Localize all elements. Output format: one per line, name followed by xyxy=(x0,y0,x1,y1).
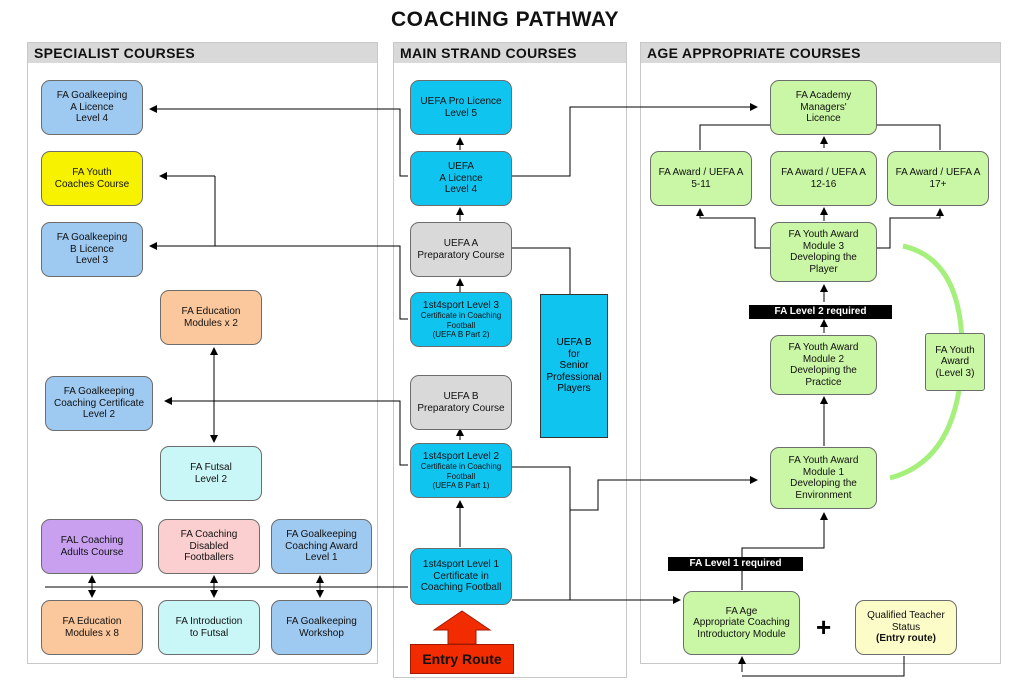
fa-youth-award-module-3: FA Youth Award Module 3 Developing the P… xyxy=(770,222,877,282)
specialist-courses-heading: SPECIALIST COURSES xyxy=(28,43,377,63)
uefa-pro-licence: UEFA Pro Licence Level 5 xyxy=(410,80,512,135)
fa-award-uefa-a-17-plus: FA Award / UEFA A 17+ xyxy=(887,151,989,206)
fa-goalkeeping-coaching-certificate: FA Goalkeeping Coaching Certificate Leve… xyxy=(45,376,153,431)
fa-goalkeeping-workshop: FA Goalkeeping Workshop xyxy=(271,600,372,655)
uefa-b-preparatory-course: UEFA B Preparatory Course xyxy=(410,375,512,430)
age-appropriate-courses-heading: AGE APPROPRIATE COURSES xyxy=(641,43,1000,63)
1st4sport-level-2: 1st4sport Level 2 Certificate in Coachin… xyxy=(410,443,512,498)
fa-education-modules-x8: FA Education Modules x 8 xyxy=(41,600,143,655)
entry-route-label: Entry Route xyxy=(410,644,514,674)
fa-goalkeeping-a-licence: FA Goalkeeping A Licence Level 4 xyxy=(41,80,143,135)
fa-introduction-to-futsal: FA Introduction to Futsal xyxy=(158,600,260,655)
main-strand-courses-heading: MAIN STRAND COURSES xyxy=(394,43,626,63)
fa-education-modules-x2: FA Education Modules x 2 xyxy=(160,290,262,345)
qualified-teacher-status: Qualified Teacher Status (Entry route) xyxy=(855,600,957,655)
1st4sport-level-3-subtitle: Certificate in Coaching Football (UEFA B… xyxy=(420,311,502,339)
qualified-teacher-status-entry-route: (Entry route) xyxy=(876,633,936,645)
1st4sport-level-2-subtitle: Certificate in Coaching Football (UEFA B… xyxy=(420,462,502,490)
uefa-a-preparatory-course: UEFA A Preparatory Course xyxy=(410,222,512,277)
fa-futsal-level-2: FA Futsal Level 2 xyxy=(160,446,262,501)
fa-level-1-required-banner: FA Level 1 required xyxy=(668,557,803,571)
fa-level-2-required-banner: FA Level 2 required xyxy=(749,305,892,319)
fa-coaching-disabled-footballers: FA Coaching Disabled Footballers xyxy=(158,519,260,574)
1st4sport-level-2-title: 1st4sport Level 2 xyxy=(422,450,500,462)
entry-route-arrow-icon xyxy=(432,610,492,644)
fa-goalkeeping-b-licence: FA Goalkeeping B Licence Level 3 xyxy=(41,222,143,277)
fa-youth-award-level-3: FA Youth Award (Level 3) xyxy=(925,333,985,391)
fa-award-uefa-a-5-11: FA Award / UEFA A 5-11 xyxy=(650,151,752,206)
fa-goalkeeping-coaching-award: FA Goalkeeping Coaching Award Level 1 xyxy=(271,519,372,574)
fa-youth-coaches-course: FA Youth Coaches Course xyxy=(41,151,143,206)
fal-coaching-adults-course: FAL Coaching Adults Course xyxy=(41,519,143,574)
fa-award-uefa-a-12-16: FA Award / UEFA A 12-16 xyxy=(770,151,877,206)
fa-youth-award-module-1: FA Youth Award Module 1 Developing the E… xyxy=(770,447,877,509)
uefa-b-senior-professional-players: UEFA B for Senior Professional Players xyxy=(540,294,608,438)
qualified-teacher-status-label: Qualified Teacher Status xyxy=(867,610,945,633)
plus-icon: + xyxy=(816,612,832,642)
fa-youth-award-module-2: FA Youth Award Module 2 Developing the P… xyxy=(770,335,877,395)
fa-academy-managers-licence: FA Academy Managers' Licence xyxy=(770,80,877,135)
page-title: COACHING PATHWAY xyxy=(390,8,620,31)
uefa-a-licence: UEFA A Licence Level 4 xyxy=(410,151,512,206)
1st4sport-level-1: 1st4sport Level 1 Certificate in Coachin… xyxy=(410,548,512,605)
1st4sport-level-3: 1st4sport Level 3 Certificate in Coachin… xyxy=(410,292,512,347)
fa-age-appropriate-coaching-introductory-module: FA Age Appropriate Coaching Introductory… xyxy=(683,591,800,655)
1st4sport-level-3-title: 1st4sport Level 3 xyxy=(422,299,500,311)
